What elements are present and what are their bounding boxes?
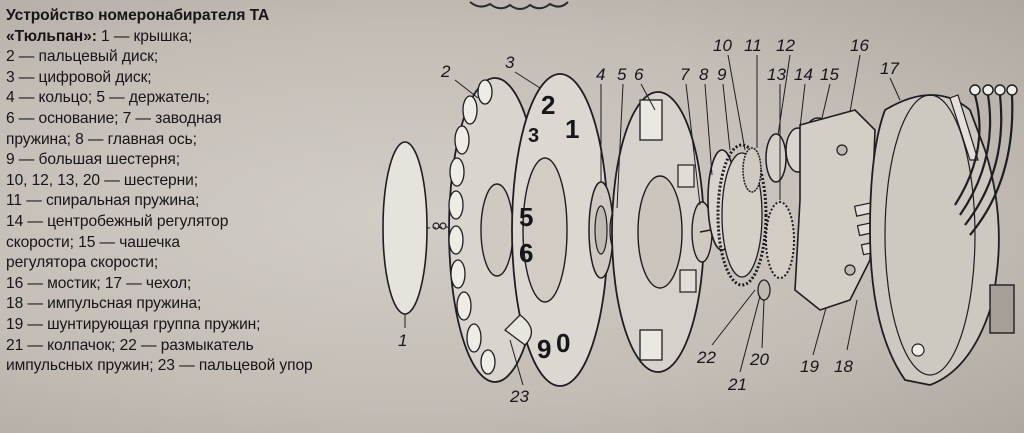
part-case xyxy=(869,94,1015,386)
callout-11: 11 xyxy=(744,36,762,55)
caption-line-11: скорости; 15 — чашечка xyxy=(6,233,180,251)
callout-18: 18 xyxy=(834,357,853,376)
caption-line-14: 18 — импульсная пружина; xyxy=(6,295,202,313)
callout-8: 8 xyxy=(699,65,709,84)
callout-14: 14 xyxy=(794,65,813,84)
dial-digit-1: 1 xyxy=(565,114,579,144)
callout-9: 9 xyxy=(717,65,727,84)
callout-20: 20 xyxy=(749,350,769,369)
caption-title: Устройство номеронабирателя ТА xyxy=(6,6,406,27)
exploded-dial-diagram: 2 1 3 5 6 9 0 xyxy=(370,0,1024,433)
dial-digit-9: 9 xyxy=(537,334,551,364)
caption-line-6: пружина; 8 — главная ось; xyxy=(6,130,197,148)
callout-leaders xyxy=(404,54,901,386)
dial-digit-2: 2 xyxy=(541,90,555,120)
callout-16: 16 xyxy=(850,36,869,55)
callout-7: 7 xyxy=(680,65,690,84)
callout-4: 4 xyxy=(596,65,605,84)
coiled-cord-fragment xyxy=(469,1,569,10)
callout-10: 10 xyxy=(713,36,732,55)
caption-line-15: 19 — шунтирующая группа пружин; xyxy=(6,315,261,333)
caption-line-8: 10, 12, 13, 20 — шестерни; xyxy=(6,171,198,189)
finger-stop-shape xyxy=(504,314,532,346)
caption-line-1: «Тюльпан»: 1 — крышка; xyxy=(6,27,406,48)
caption-line-1-text: 1 — крышка; xyxy=(96,27,193,45)
caption-line-17: импульсных пружин; 23 — пальцевой упор xyxy=(6,357,313,375)
callout-1: 1 xyxy=(398,331,407,350)
part-bridge xyxy=(794,109,876,311)
part-small-gears xyxy=(742,133,795,301)
caption-line-16: 21 — колпачок; 22 — размыкатель xyxy=(6,336,254,354)
caption-line-10: 14 — центробежный регулятор xyxy=(6,212,229,230)
part-wires xyxy=(954,94,1014,236)
callout-12: 12 xyxy=(776,36,795,55)
part-number-disk: 2 1 3 5 6 9 0 xyxy=(504,73,609,387)
dial-digit-3: 3 xyxy=(528,125,539,147)
caption-line-2: 2 — пальцевый диск; xyxy=(6,48,159,66)
part-base xyxy=(611,91,705,373)
caption-title-bold: Устройство номеронабирателя ТА xyxy=(6,7,270,24)
caption-device-name: «Тюльпан»: xyxy=(6,27,97,45)
caption-line-5: 6 — основание; 7 — заводная xyxy=(6,109,222,127)
callout-13: 13 xyxy=(767,65,786,84)
caption-line-13: 16 — мостик; 17 — чехол; xyxy=(6,274,192,292)
caption-line-7: 9 — большая шестерня; xyxy=(6,151,180,169)
caption-line-9: 11 — спиральная пружина; xyxy=(6,192,200,210)
callout-5: 5 xyxy=(617,65,627,84)
caption-line-12: регулятора скорости; xyxy=(6,254,159,272)
part-ring-and-holder xyxy=(588,181,625,279)
callout-21: 21 xyxy=(727,375,747,394)
diagram-svg: 2 1 3 5 6 9 0 xyxy=(382,1,1018,406)
callout-19: 19 xyxy=(800,357,819,376)
callout-labels: 1 2 3 4 5 6 7 8 9 10 11 12 13 14 15 16 1… xyxy=(398,36,899,406)
caption-text: Устройство номеронабирателя ТА «Тюльпан»… xyxy=(6,6,406,377)
callout-22: 22 xyxy=(696,348,716,367)
callout-23: 23 xyxy=(509,387,529,406)
wire-terminals xyxy=(969,84,1018,96)
part-cover xyxy=(382,141,471,315)
caption-line-3: 3 — цифровой диск; xyxy=(6,68,152,86)
dial-digit-6: 6 xyxy=(519,238,533,268)
dial-digit-5: 5 xyxy=(519,202,533,232)
dial-digit-0: 0 xyxy=(556,328,570,358)
callout-3: 3 xyxy=(505,53,515,72)
caption-line-4: 4 — кольцо; 5 — держатель; xyxy=(6,89,210,107)
callout-2: 2 xyxy=(440,62,451,81)
callout-6: 6 xyxy=(634,65,644,84)
callout-15: 15 xyxy=(820,65,839,84)
callout-17: 17 xyxy=(880,59,899,78)
